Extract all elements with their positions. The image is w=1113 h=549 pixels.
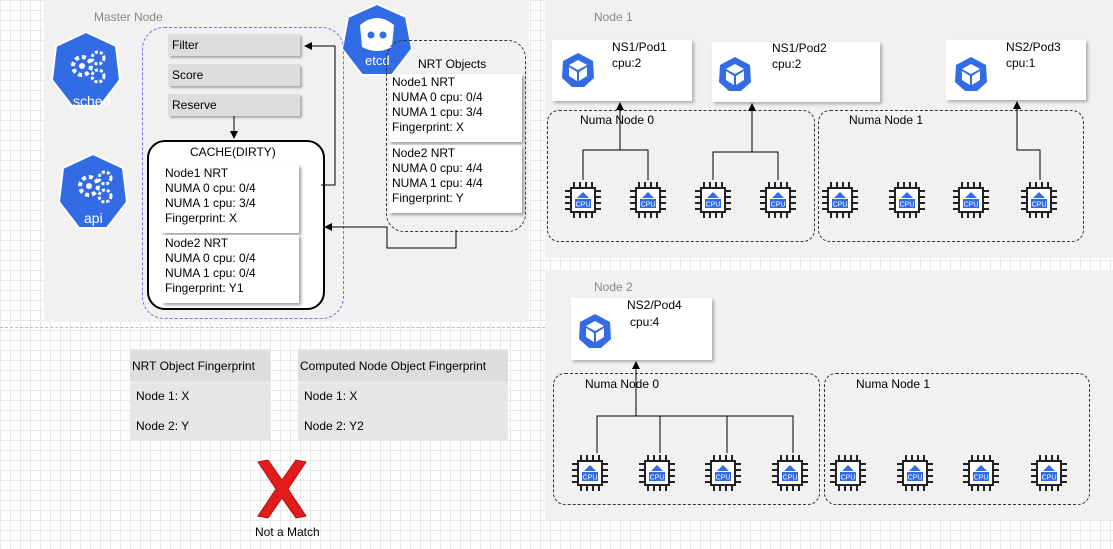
cpu-icon: CPU	[563, 180, 603, 220]
cpu-icon: CPU	[693, 180, 733, 220]
sched-label: sched	[73, 93, 111, 109]
cpu-icon: CPU	[758, 180, 798, 220]
svg-text:CPU: CPU	[841, 475, 856, 482]
numa-label: Numa Node 1	[856, 377, 931, 391]
card-line: NUMA 0 cpu: 0/4	[165, 251, 256, 265]
table-row: Node 2: Y2	[304, 419, 364, 433]
svg-text:CPU: CPU	[641, 202, 656, 209]
pod-cpu: cpu:2	[772, 57, 802, 71]
svg-text:CPU: CPU	[716, 475, 731, 482]
card-line: NUMA 0 cpu: 4/4	[392, 161, 483, 175]
nrt-node1-card: Node1 NRT NUMA 0 cpu: 0/4 NUMA 1 cpu: 3/…	[389, 74, 522, 142]
cache-node2-card: Node2 NRT NUMA 0 cpu: 0/4 NUMA 1 cpu: 0/…	[162, 235, 299, 303]
cpu-icon: CPU	[628, 180, 668, 220]
cpu-icon: CPU	[1029, 453, 1069, 493]
pod-cpu: cpu:4	[630, 315, 660, 329]
card-line: Node2 NRT	[392, 146, 456, 160]
result-label: Not a Match	[255, 525, 320, 539]
table-row: Node 2: Y	[136, 419, 190, 433]
table-row: Node 1: X	[304, 389, 358, 403]
cpu-icon: CPU	[887, 180, 927, 220]
cpu-icon: CPU	[828, 453, 868, 493]
cpu-icon: CPU	[961, 453, 1001, 493]
nrt-objects-title: NRT Objects	[418, 57, 487, 71]
cpu-icon: CPU	[703, 453, 743, 493]
card-line: Node2 NRT	[165, 236, 229, 250]
cube-icon	[717, 56, 753, 95]
pod-cpu: cpu:2	[612, 56, 642, 70]
card-line: Node1 NRT	[392, 75, 456, 89]
cube-icon	[577, 313, 613, 352]
numa-label: Numa Node 1	[849, 113, 924, 127]
svg-text:CPU: CPU	[576, 202, 591, 209]
card-line: Node1 NRT	[165, 166, 229, 180]
table-row: Node 1: X	[136, 389, 190, 403]
nrt-fingerprint-table: − NRT Object Fingerprint Node 1: X Node …	[130, 349, 270, 440]
scheduler-plugin-group	[142, 27, 344, 319]
cpu-icon: CPU	[820, 180, 860, 220]
card-line: NUMA 1 cpu: 3/4	[392, 105, 483, 119]
nrt-node2-card: Node2 NRT NUMA 0 cpu: 4/4 NUMA 1 cpu: 4/…	[389, 145, 522, 213]
card-line: Fingerprint: X	[392, 120, 465, 134]
cube-icon	[953, 56, 989, 95]
etcd-label: etcd	[365, 53, 390, 68]
svg-text:CPU: CPU	[1032, 202, 1047, 209]
svg-text:CPU: CPU	[650, 475, 665, 482]
api-icon	[55, 152, 131, 232]
separator-line	[0, 327, 545, 328]
numa-label: Numa Node 0	[580, 113, 655, 127]
node1-title: Node 1	[594, 10, 633, 24]
svg-text:CPU: CPU	[706, 202, 721, 209]
svg-text:CPU: CPU	[783, 475, 798, 482]
pod-cpu: cpu:1	[1006, 56, 1036, 70]
numa-label: Numa Node 0	[585, 377, 660, 391]
reserve-button[interactable]: Reserve	[168, 94, 300, 116]
node1-numa0-group	[547, 110, 815, 242]
pod-name: NS2/Pod4	[627, 298, 682, 312]
cross-icon	[254, 458, 310, 523]
card-line: Fingerprint: X	[165, 211, 238, 225]
node2-numa1-group	[824, 373, 1090, 505]
node2-numa0-group	[553, 373, 820, 505]
cpu-icon: CPU	[1019, 180, 1059, 220]
computed-fingerprint-table: − Computed Node Object Fingerprint Node …	[298, 349, 508, 440]
score-button[interactable]: Score	[168, 64, 300, 86]
svg-text:CPU: CPU	[771, 202, 786, 209]
table-header: NRT Object Fingerprint	[130, 351, 270, 381]
cube-icon	[560, 52, 596, 91]
svg-text:CPU: CPU	[908, 475, 923, 482]
pod-name: NS2/Pod3	[1006, 40, 1061, 54]
svg-text:CPU: CPU	[974, 475, 989, 482]
svg-text:CPU: CPU	[583, 475, 598, 482]
cache-title: CACHE(DIRTY)	[190, 145, 276, 159]
svg-text:CPU: CPU	[1042, 475, 1057, 482]
pod-name: NS1/Pod1	[612, 40, 667, 54]
cpu-icon: CPU	[637, 453, 677, 493]
card-line: NUMA 1 cpu: 0/4	[165, 266, 256, 280]
cache-node1-card: Node1 NRT NUMA 0 cpu: 0/4 NUMA 1 cpu: 3/…	[162, 165, 299, 233]
card-line: NUMA 1 cpu: 3/4	[165, 196, 256, 210]
cpu-icon: CPU	[770, 453, 810, 493]
svg-text:CPU: CPU	[833, 202, 848, 209]
card-line: NUMA 1 cpu: 4/4	[392, 176, 483, 190]
svg-text:CPU: CPU	[900, 202, 915, 209]
card-line: Fingerprint: Y	[392, 191, 464, 205]
card-line: Fingerprint: Y1	[165, 281, 244, 295]
filter-button[interactable]: Filter	[168, 34, 300, 56]
table-header: Computed Node Object Fingerprint	[298, 351, 508, 381]
node1-numa1-group	[818, 110, 1084, 242]
card-line: NUMA 0 cpu: 0/4	[392, 90, 483, 104]
card-line: NUMA 0 cpu: 0/4	[165, 181, 256, 195]
cpu-icon: CPU	[951, 180, 991, 220]
sched-icon	[50, 30, 122, 110]
api-label: api	[84, 210, 103, 226]
cpu-icon: CPU	[570, 453, 610, 493]
pod-name: NS1/Pod2	[772, 41, 827, 55]
node2-title: Node 2	[594, 280, 633, 294]
svg-text:CPU: CPU	[964, 202, 979, 209]
cpu-icon: CPU	[895, 453, 935, 493]
master-node-title: Master Node	[94, 10, 163, 24]
